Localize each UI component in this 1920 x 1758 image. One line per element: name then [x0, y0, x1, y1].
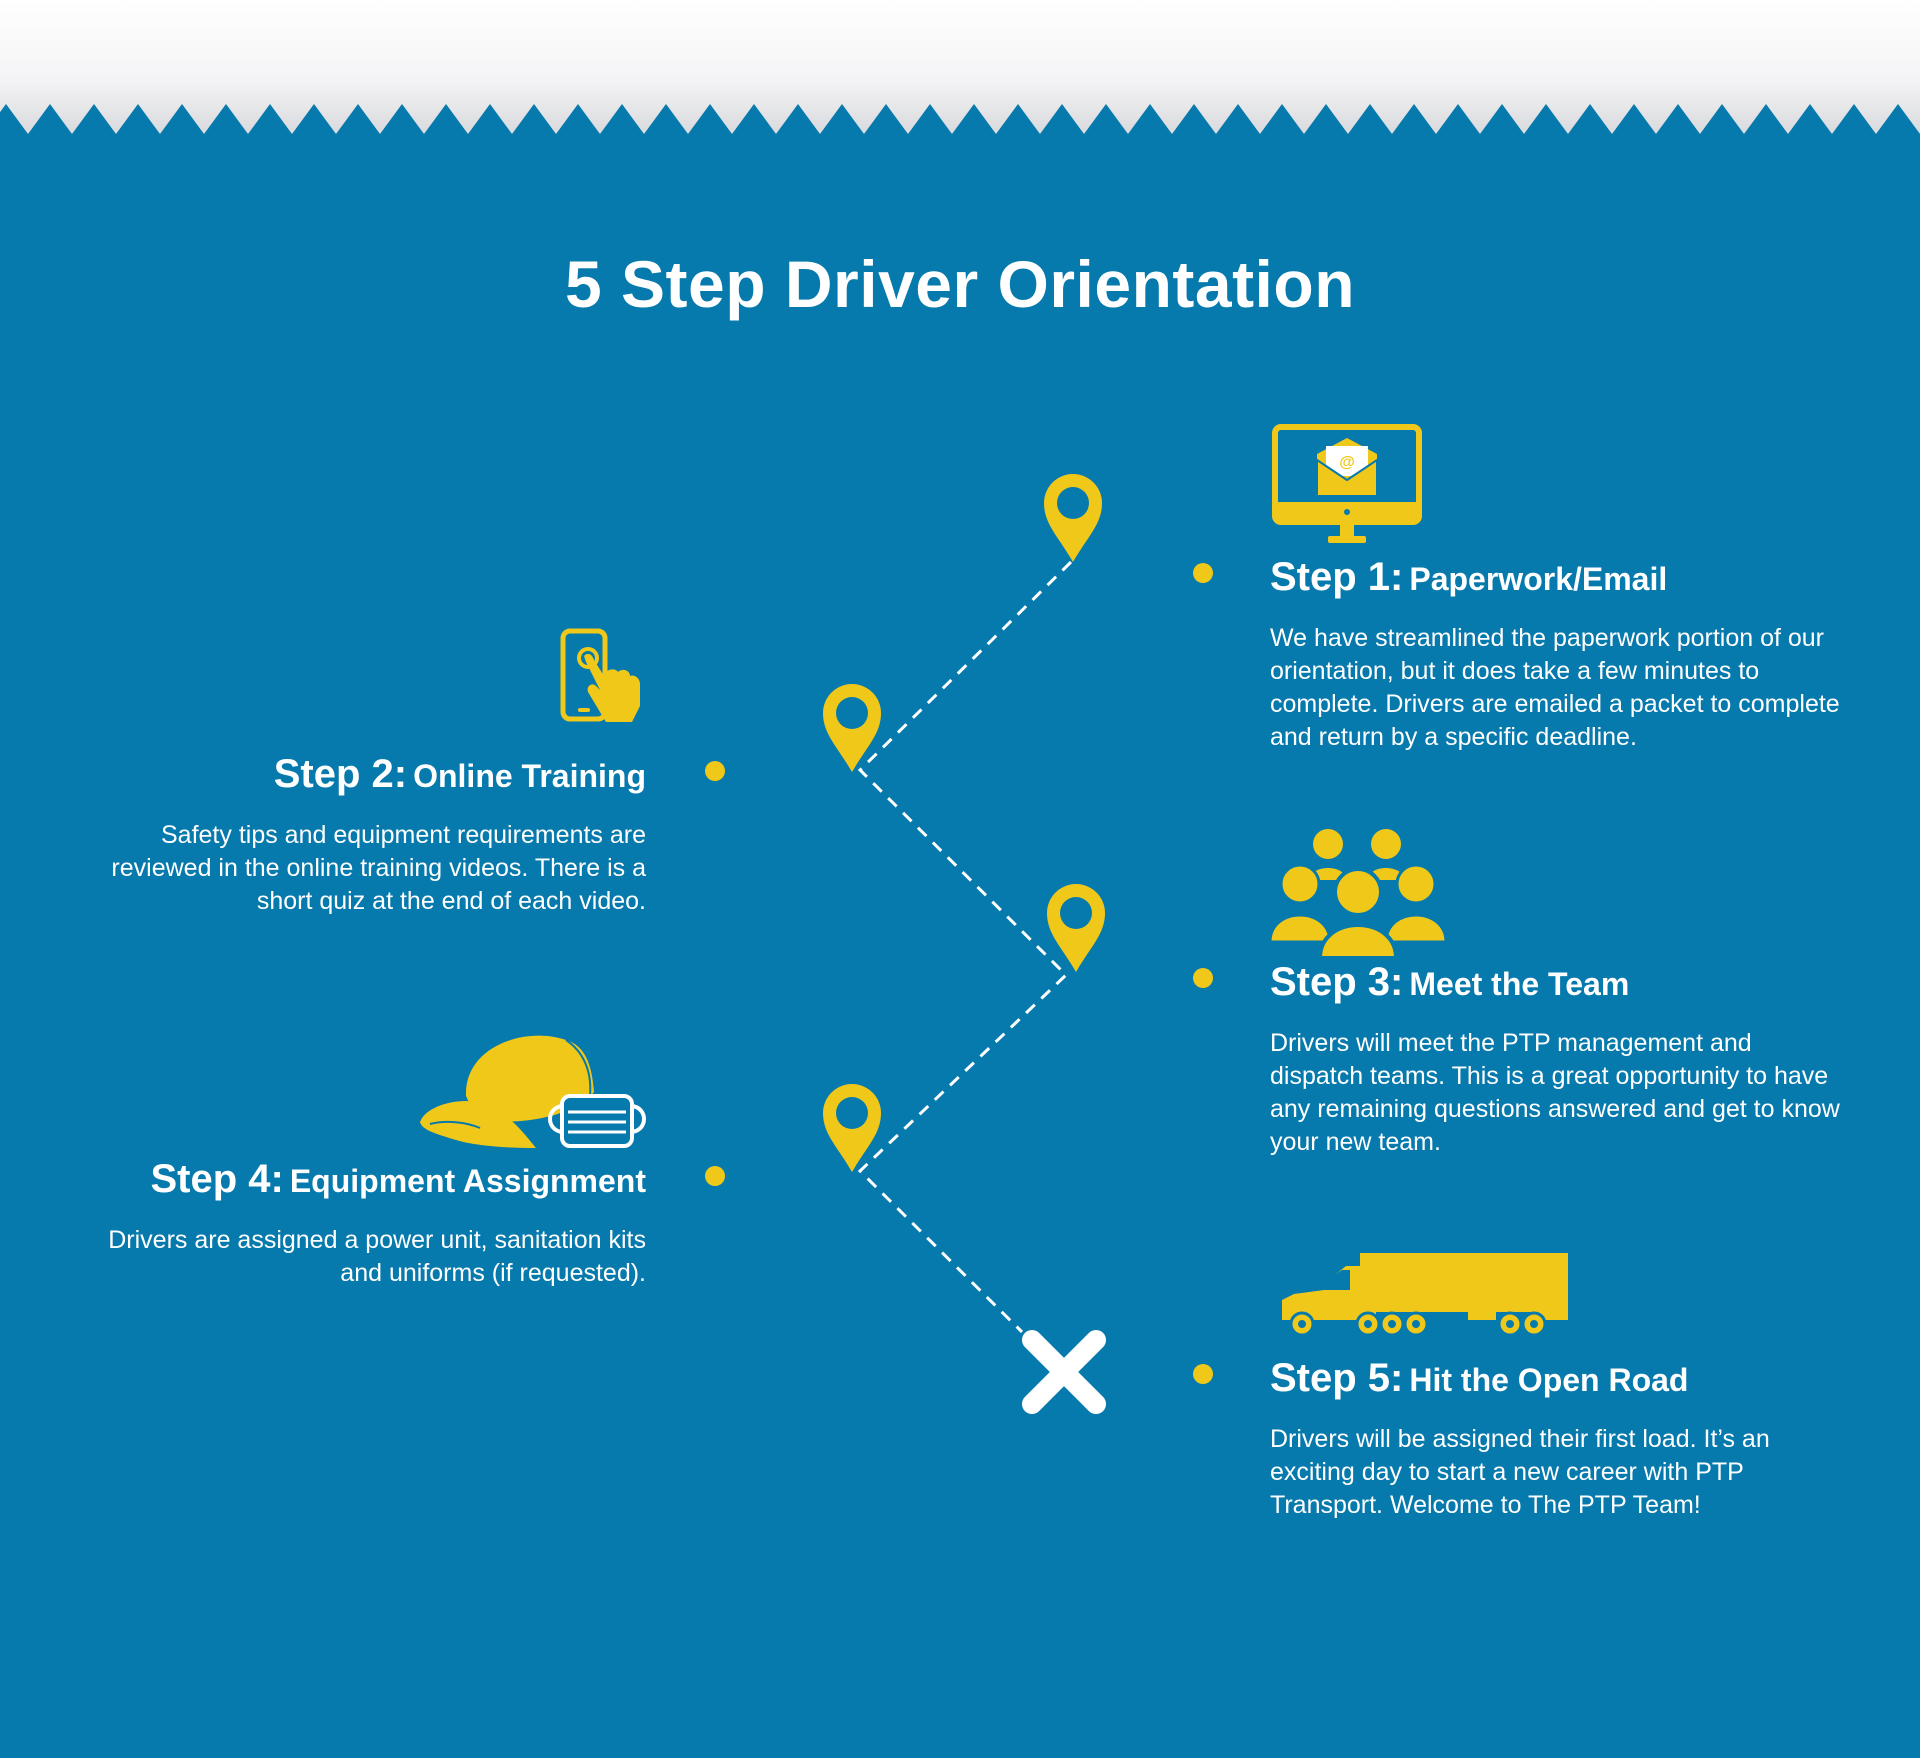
- step-1-bullet: [1193, 563, 1213, 583]
- step-2-heading: Step 2:Online Training: [66, 752, 646, 797]
- cap-and-mask-icon: [420, 1035, 646, 1148]
- step-3-name: Meet the Team: [1409, 966, 1630, 1002]
- map-pin-1: [1044, 474, 1102, 562]
- step-1-name: Paperwork/Email: [1409, 561, 1668, 597]
- step-3: Step 3:Meet the Team Drivers will meet t…: [1270, 960, 1850, 1159]
- truck-icon: [1282, 1253, 1568, 1336]
- step-3-heading: Step 3:Meet the Team: [1270, 960, 1850, 1005]
- step-3-description: Drivers will meet the PTP management and…: [1270, 1029, 1840, 1156]
- step-1-heading: Step 1:Paperwork/Email: [1270, 555, 1850, 600]
- step-2: Step 2:Online Training Safety tips and e…: [66, 752, 646, 918]
- step-2-name: Online Training: [413, 758, 646, 794]
- step-1-number: Step 1:: [1270, 555, 1404, 599]
- step-1: Step 1:Paperwork/Email We have streamlin…: [1270, 555, 1850, 754]
- step-2-number: Step 2:: [273, 752, 408, 796]
- step-1-description: We have streamlined the paperwork portio…: [1270, 624, 1840, 751]
- step-3-number: Step 3:: [1270, 960, 1404, 1004]
- page-title: 5 Step Driver Orientation: [564, 247, 1356, 321]
- step-4-heading: Step 4:Equipment Assignment: [66, 1157, 646, 1202]
- zigzag-top-border: [0, 0, 1920, 134]
- svg-text:@: @: [1339, 454, 1355, 471]
- step-5-name: Hit the Open Road: [1409, 1362, 1689, 1398]
- step-5: Step 5:Hit the Open Road Drivers will be…: [1270, 1356, 1850, 1522]
- step-5-bullet: [1193, 1364, 1213, 1384]
- phone-tap-icon: [560, 628, 640, 722]
- step-5-description: Drivers will be assigned their first loa…: [1270, 1425, 1770, 1519]
- step-4-number: Step 4:: [150, 1157, 284, 1201]
- step-4: Step 4:Equipment Assignment Drivers are …: [66, 1157, 646, 1290]
- map-pin-3: [1047, 884, 1105, 972]
- finish-x-icon: [1022, 1330, 1106, 1414]
- monitor-email-icon: @: [1272, 424, 1422, 543]
- step-4-description: Drivers are assigned a power unit, sanit…: [108, 1226, 646, 1287]
- map-pin-4: [823, 1084, 881, 1172]
- step-4-bullet: [705, 1166, 725, 1186]
- dashed-route-line: [857, 560, 1073, 1334]
- step-2-bullet: [705, 761, 725, 781]
- step-5-number: Step 5:: [1270, 1356, 1404, 1400]
- step-5-heading: Step 5:Hit the Open Road: [1270, 1356, 1850, 1401]
- map-pin-2: [823, 684, 881, 772]
- team-icon: [1270, 829, 1446, 958]
- step-3-bullet: [1193, 968, 1213, 988]
- step-2-description: Safety tips and equipment requirements a…: [111, 821, 646, 915]
- step-4-name: Equipment Assignment: [289, 1163, 646, 1199]
